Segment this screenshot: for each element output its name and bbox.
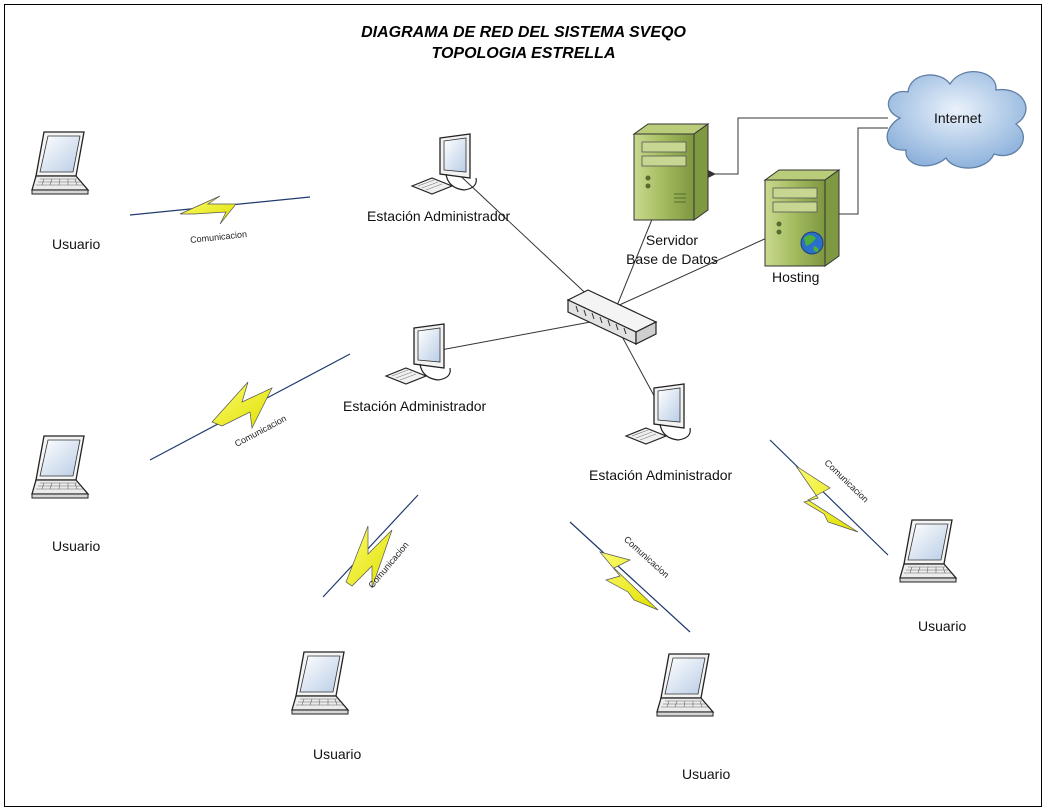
desktop-icon bbox=[385, 323, 451, 385]
usuario-label: Usuario bbox=[313, 746, 362, 762]
switch-icon bbox=[566, 289, 658, 345]
lightning-icon bbox=[769, 439, 889, 556]
diagram-subtitle: TOPOLOGIA ESTRELLA bbox=[431, 45, 616, 62]
usuario-label: Usuario bbox=[682, 766, 731, 782]
desktop-icon bbox=[411, 133, 477, 195]
laptop-icon bbox=[31, 131, 89, 195]
lightning-icon bbox=[129, 195, 311, 225]
globe-icon bbox=[800, 231, 824, 255]
diagram-title: DIAGRAMA DE RED DEL SISTEMA SVEQO bbox=[361, 24, 686, 41]
usuario-label: Usuario bbox=[52, 538, 101, 554]
link-estacion2-switch bbox=[429, 317, 613, 353]
hosting-server-icon bbox=[764, 169, 840, 267]
usuario-label: Usuario bbox=[918, 618, 967, 634]
estacion-label: Estación Administrador bbox=[343, 398, 487, 414]
cloud-icon bbox=[886, 71, 1027, 169]
lightning-icon bbox=[149, 353, 351, 461]
internet-label: Internet bbox=[934, 110, 982, 126]
estacion-label: Estación Administrador bbox=[367, 208, 511, 224]
desktop-icon bbox=[625, 383, 691, 445]
hosting-label: Hosting bbox=[772, 269, 820, 285]
server-icon bbox=[633, 123, 709, 221]
link-internet-servidor bbox=[710, 117, 888, 175]
laptop-icon bbox=[291, 651, 349, 715]
diagram-border bbox=[4, 4, 1042, 807]
laptop-icon bbox=[899, 519, 957, 583]
usuario-label: Usuario bbox=[52, 236, 101, 252]
lightning-icon bbox=[322, 494, 419, 598]
lightning-icon bbox=[569, 521, 691, 633]
estacion-label: Estación Administrador bbox=[589, 467, 733, 483]
servidor-label: Servidor bbox=[645, 232, 699, 248]
laptop-icon bbox=[656, 653, 714, 717]
servidor-sublabel: Base de Datos bbox=[626, 251, 718, 267]
laptop-icon bbox=[31, 435, 89, 499]
